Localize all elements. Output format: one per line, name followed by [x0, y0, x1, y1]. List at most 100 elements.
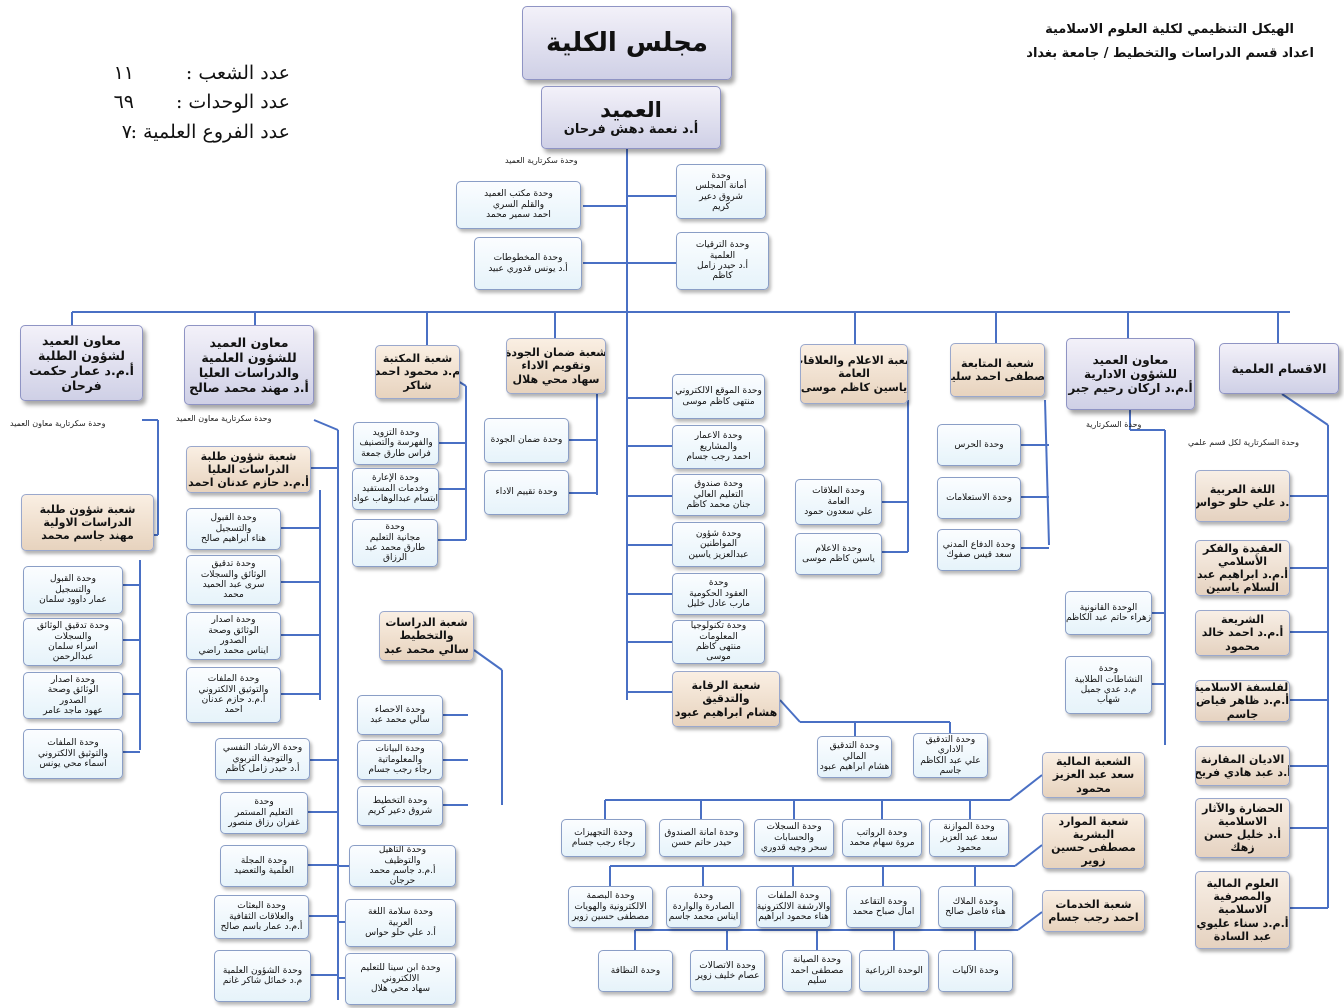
box-line: وحدة تدقيق الوثائق [37, 621, 109, 632]
box-line: سالي محمد عبد [384, 642, 469, 656]
box-line: وحدة تقييم الاداء [495, 487, 558, 498]
box-line: مصطفى حسين زوير [571, 912, 650, 923]
box-line: سهاد محي هلال [512, 372, 600, 386]
box-line: السلام ياسين [1206, 581, 1279, 595]
stat-branches-value: ٧ [121, 121, 132, 143]
box-line: سحر وجيه قدوري [760, 843, 828, 854]
box-f-inquiry: وحدة الاستعلامات [937, 477, 1021, 519]
connector [473, 649, 503, 671]
stat-sections-label: عدد الشعب : [185, 62, 290, 84]
box-line: هناء محمود ابراهيم [758, 912, 829, 923]
box-media: شعبة الاعلام والعلاقاتالعامةياسين كاظم م… [800, 344, 908, 404]
box-line: وحدة [1098, 664, 1119, 675]
box-line: وحدة [254, 797, 274, 808]
box-line: وحدة التأهيل [378, 845, 427, 856]
box-line: والتوثيق الالكتروني [198, 684, 269, 695]
box-line: وحدة المجلة [240, 855, 288, 866]
box-line: مجانية التعليم [369, 532, 421, 543]
box-line: البشرية [1072, 827, 1115, 841]
box-line: احمد رجب جسام [686, 452, 751, 463]
box-line: النشاطات الطلابية [1074, 674, 1143, 685]
box-line: وحدة الملفات [47, 738, 99, 749]
box-line: اسراء سلمان [48, 642, 98, 652]
box-line: وحدة البعثات [237, 901, 286, 912]
box-line: وحدة [385, 522, 405, 533]
box-line: الرزاق [382, 553, 408, 564]
box-line: أ.د علي حلو حواس [365, 928, 436, 939]
box-line: وحدة البيانات [375, 744, 425, 755]
dean-secretary-label: وحدة سكرتارية العميد [505, 156, 578, 165]
box-line: وحدة [693, 891, 714, 902]
box-line: هناء فاضل صالح [945, 907, 1006, 917]
box-line: شعبة المتابعة [961, 356, 1034, 370]
box-line: عبدالرحمن [52, 652, 94, 663]
connector [313, 419, 339, 431]
box-line: احمد [224, 705, 243, 716]
box-line: سالي محمد عبد [370, 715, 430, 725]
box-line: وحدة البصمة [586, 891, 635, 902]
box-line: أ.م.د اركان رحيم جبر [1068, 381, 1193, 395]
box-line: الدراسات العليا [207, 462, 290, 476]
box-line: الاسلامية [1217, 814, 1268, 828]
box-line: وحدة الآليات [952, 965, 999, 976]
box-line: وحدة التجهيزات [574, 827, 633, 838]
box-line: الشريعة [1221, 613, 1264, 627]
box-line: سعد عبد العزيز [1052, 768, 1135, 782]
box-line: أ.د علي حلو حواس [1195, 496, 1290, 509]
box-line: وحدة القبول [210, 513, 257, 524]
box-line: طارق محمد عبد [364, 543, 426, 553]
box-line: وحدة شؤون [695, 528, 742, 539]
box-line: عهود ماجد عامر [43, 705, 103, 716]
box-line: أ.م.د حازم عدنان [201, 695, 266, 705]
box-line: وحدة امانة الصندوق [664, 827, 739, 838]
box-line: شعبة الخدمات [1055, 897, 1132, 911]
box-line: وحدة القبول [50, 574, 96, 585]
box-line: الصدور [59, 695, 87, 706]
box-line: وحدة الاعلام [815, 543, 862, 554]
box-line: شعبة الموارد [1058, 814, 1129, 828]
box-line: وحدة العلاقات [812, 486, 865, 497]
box-line: وحدة المخطوطات [493, 253, 563, 264]
box-line: وحدة الشؤون العلمية [222, 965, 303, 976]
box-line: وحدة التدقيق [925, 734, 976, 745]
box-line: سليم [807, 976, 827, 987]
connector [1044, 399, 1050, 546]
box-line: م.د محمود احمد [375, 365, 460, 379]
box-line: موسى [706, 652, 731, 663]
box-line: وحدة الاحصاء [374, 704, 426, 715]
box-line: الصادرة والواردة [672, 901, 735, 912]
box-line: رجاء رجب جسام [571, 838, 636, 848]
box-line: أ.م.د ظاهر فياض [1195, 694, 1290, 708]
box-line: والتسجيل [55, 584, 91, 595]
box-line: شعبة شؤون طلبة [39, 502, 136, 516]
box-line: وحدة تدقيق [211, 559, 256, 570]
box-line: وحدة الصيانة [792, 955, 842, 966]
box-line: الأسلامي [1217, 554, 1268, 568]
box-line: محمود [956, 843, 982, 854]
